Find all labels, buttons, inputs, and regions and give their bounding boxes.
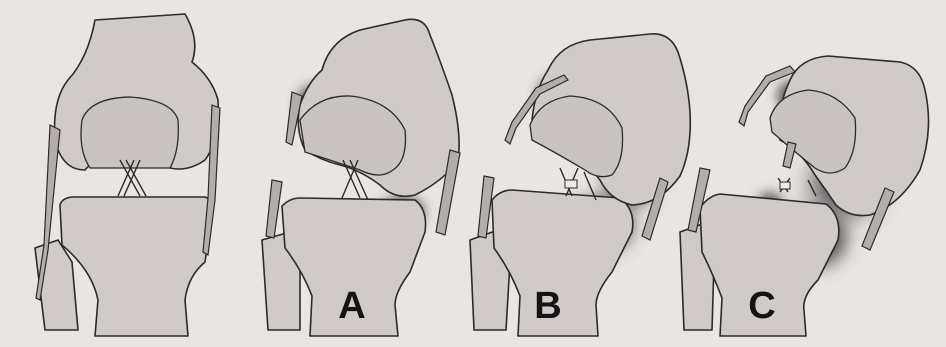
ligament-fragment xyxy=(565,180,577,188)
panel-label-b: B xyxy=(534,285,561,327)
panel-label-c: C xyxy=(748,285,775,327)
patella xyxy=(81,97,178,168)
panel-label-a: A xyxy=(338,285,365,327)
ligament-fragment xyxy=(780,182,790,189)
